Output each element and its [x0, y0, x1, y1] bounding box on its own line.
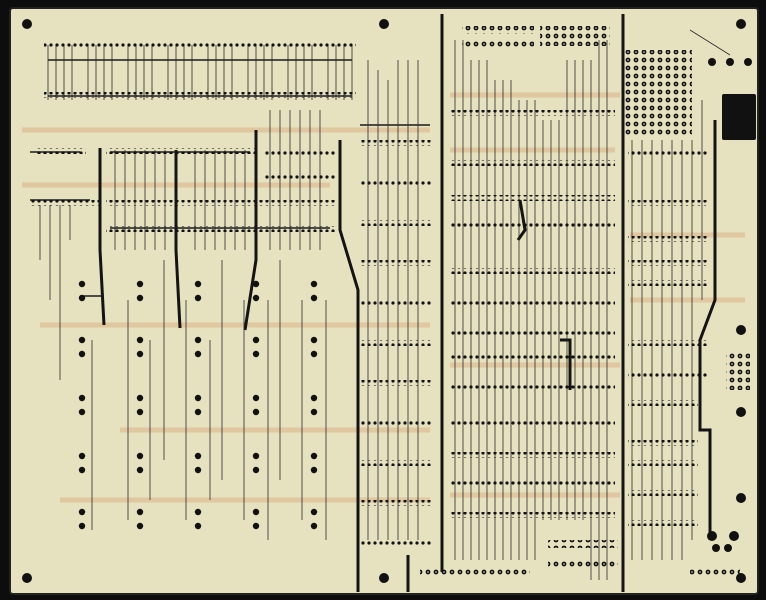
- pad-rows: [30, 42, 432, 546]
- middle-pad-rows: [420, 26, 618, 576]
- edge-connector: [707, 58, 756, 552]
- mounting-holes: [22, 19, 746, 583]
- component-pads: [78, 280, 318, 530]
- pin-grid-array: [624, 50, 692, 136]
- bus-traces: [98, 14, 717, 592]
- right-pad-rows: [628, 150, 750, 576]
